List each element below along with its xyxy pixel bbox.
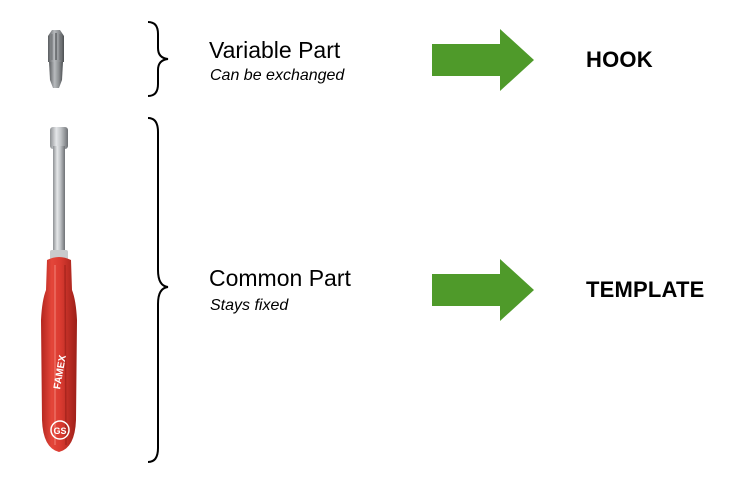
- common-part-title: Common Part: [209, 265, 351, 291]
- screwdriver-bit-image: [48, 30, 64, 88]
- variable-part-title: Variable Part: [209, 37, 341, 63]
- template-label: TEMPLATE: [586, 277, 705, 302]
- svg-text:GS: GS: [53, 426, 66, 436]
- variable-part-subtitle: Can be exchanged: [210, 67, 345, 84]
- screwdriver-handle-image: FAMEX GS: [41, 127, 77, 452]
- common-part-subtitle: Stays fixed: [210, 297, 289, 314]
- arrow-right-icon: [432, 29, 534, 91]
- brace-variable-part: [147, 21, 169, 97]
- arrow-right-icon: [432, 259, 534, 321]
- gs-seal-icon: GS: [50, 420, 70, 440]
- brace-common-part: [147, 117, 169, 463]
- hook-label: HOOK: [586, 47, 653, 72]
